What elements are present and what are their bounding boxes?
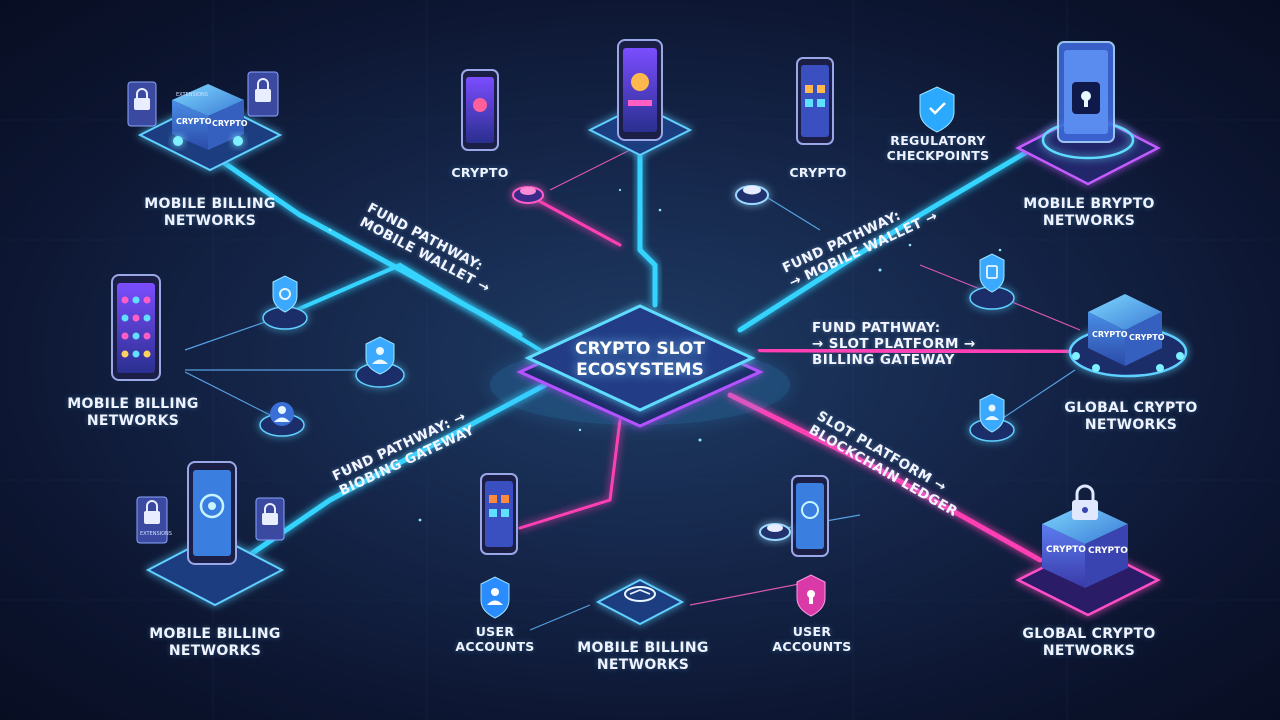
sparkles — [328, 188, 1002, 522]
lock-icon — [136, 496, 168, 544]
stream-bottom-left — [232, 382, 548, 568]
shield-icon — [979, 393, 1005, 433]
lock-icon — [255, 497, 285, 541]
shield-icon — [796, 574, 826, 617]
cube-text: CRYPTO — [1129, 333, 1165, 342]
node-label-user-left: USER ACCOUNTS — [455, 624, 535, 655]
cube-icon: CRYPTO CRYPTO — [1042, 504, 1128, 588]
extensions-tag: EXTENSIONS — [176, 92, 208, 98]
node-bottom-left[interactable] — [145, 461, 285, 607]
coin-icon[interactable] — [735, 185, 769, 205]
stream-top-right — [737, 147, 1033, 333]
node-user-right[interactable] — [969, 393, 1015, 442]
stream-top-center-pink — [526, 193, 622, 247]
stream-lower-left-pink — [518, 418, 622, 530]
coin-icon[interactable] — [512, 186, 544, 204]
node-label-crypto-right: CRYPTO — [789, 165, 847, 180]
node-label-top-left: MOBILE BILLING NETWORKS — [144, 196, 276, 230]
cube-text: CRYPTO — [1046, 545, 1086, 555]
node-label-bottom-center: MOBILE BILLING NETWORKS — [577, 640, 709, 674]
node-label-bottom-right: GLOBAL CRYPTO NETWORKS — [1022, 626, 1156, 660]
extensions-tag: EXTENSIONS — [140, 531, 172, 537]
lock-icon — [247, 71, 279, 117]
node-label-bottom-left: MOBILE BILLING NETWORKS — [149, 626, 281, 660]
shield-icon — [272, 275, 298, 313]
shield-icon — [919, 86, 955, 133]
smartphone-icon[interactable] — [111, 274, 161, 381]
lock-icon — [1072, 484, 1098, 520]
user-icon — [487, 588, 503, 605]
node-label-mid-right: GLOBAL CRYPTO NETWORKS — [1064, 400, 1198, 434]
node-label-user-right: USER ACCOUNTS — [772, 624, 852, 655]
node-shield-left[interactable] — [262, 275, 308, 330]
hub-top — [524, 304, 756, 412]
hub-label: CRYPTO SLOT ECOSYSTEMS — [575, 338, 705, 380]
cube-icon: CRYPTO CRYPTO — [172, 84, 248, 150]
cube-text: CRYPTO — [176, 117, 212, 126]
cube-icon: CRYPTO CRYPTO — [1088, 294, 1165, 366]
node-label-crypto-left: CRYPTO — [451, 165, 509, 180]
stream-mid-left — [283, 262, 542, 352]
smartphone-icon[interactable] — [480, 473, 518, 555]
node-label-regulatory: REGULATORY CHECKPOINTS — [886, 133, 990, 164]
node-shield-right[interactable] — [969, 253, 1015, 310]
stream-bottom-right — [727, 392, 1043, 563]
smartphone-icon — [187, 461, 237, 565]
user-icon — [985, 404, 999, 420]
node-bottom-right[interactable]: CRYPTO CRYPTO — [1015, 484, 1161, 617]
main-streams — [217, 137, 1077, 582]
node-label-top-right: MOBILE BRYPTO NETWORKS — [1023, 196, 1155, 230]
lock-icon — [127, 81, 157, 127]
node-top-right[interactable] — [1015, 41, 1161, 186]
user-icon — [274, 406, 290, 422]
node-label-mid-left: MOBILE BILLING NETWORKS — [67, 396, 199, 430]
cube-text: CRYPTO — [1092, 330, 1128, 339]
node-bottom-center[interactable] — [595, 578, 685, 626]
cube-text: CRYPTO — [212, 119, 248, 128]
smartphone-icon[interactable] — [461, 69, 499, 151]
central-hub[interactable] — [490, 304, 790, 428]
shield-icon — [365, 336, 395, 375]
coin-icon[interactable] — [759, 523, 791, 541]
stream-right-mid — [758, 348, 1077, 354]
node-top-left[interactable]: CRYPTO CRYPTO — [137, 84, 283, 172]
pathway-label-right-mid: FUND PATHWAY: → SLOT PLATFORM → BILLING … — [812, 320, 976, 369]
node-user-lower-left[interactable] — [259, 402, 305, 437]
cube-text: CRYPTO — [1088, 546, 1128, 556]
smartphone-icon[interactable] — [796, 57, 834, 145]
smartphone-icon — [617, 39, 663, 141]
node-mid-right[interactable]: CRYPTO CRYPTO — [1068, 294, 1188, 378]
smartphone-icon[interactable] — [791, 475, 829, 557]
stream-top-center — [637, 137, 658, 308]
node-user-center-left[interactable] — [355, 336, 405, 388]
user-icon — [372, 347, 388, 364]
shield-icon — [979, 253, 1005, 293]
node-top-center[interactable] — [587, 39, 693, 157]
lock-icon — [1072, 82, 1100, 114]
shield-icon — [480, 576, 510, 619]
